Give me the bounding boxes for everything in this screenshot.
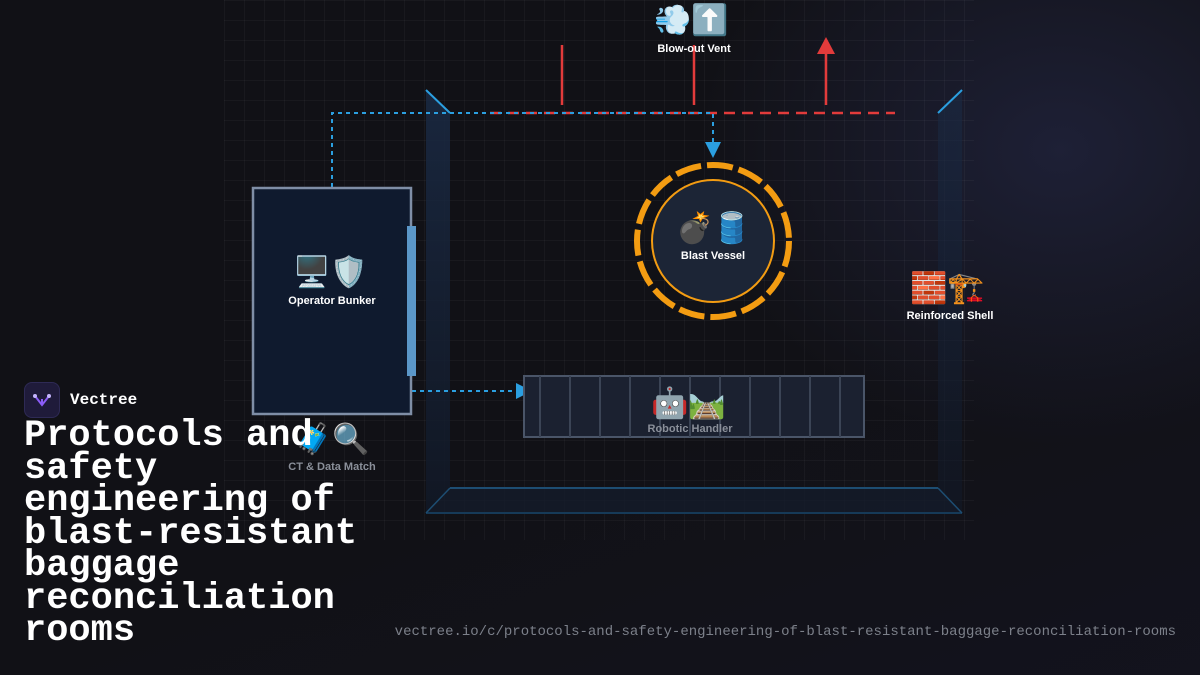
blast-vessel-icon: 💣🛢️ [676, 211, 751, 246]
blast-vessel-ring [634, 162, 792, 320]
robotic-handler-label: Robotic Handler [647, 423, 733, 435]
vectree-logo-icon [24, 382, 60, 418]
control-path [331, 112, 721, 399]
ct-data-match-icon: 🧳🔍 [295, 422, 370, 457]
page-title: Protocols and safety engineering of blas… [24, 415, 358, 652]
ct-data-match-label: CT & Data Match [288, 461, 376, 473]
reinforced-shell-label: Reinforced Shell [906, 310, 994, 322]
vent-arrow-up [817, 37, 835, 54]
conveyor-track [523, 375, 865, 438]
reinforced-shell-icon: 🧱🏗️ [910, 271, 985, 306]
operator-bunker-icon: 🖥️🛡️ [293, 255, 368, 290]
reinforced-room-walls [424, 89, 964, 514]
blowout-vent-label: Blow-out Vent [657, 43, 731, 55]
blast-window [407, 226, 416, 376]
brand-name: Vectree [70, 391, 138, 409]
brand-header: Vectree [24, 382, 137, 418]
robotic-handler-icon: 🤖🛤️ [651, 386, 726, 421]
operator-bunker-box [251, 186, 416, 416]
blowout-vent-icon: 💨⬆️ [654, 3, 729, 38]
operator-bunker-label: Operator Bunker [288, 295, 376, 307]
page-url: vectree.io/c/protocols-and-safety-engine… [394, 624, 1176, 640]
blast-vessel-label: Blast Vessel [680, 250, 746, 262]
